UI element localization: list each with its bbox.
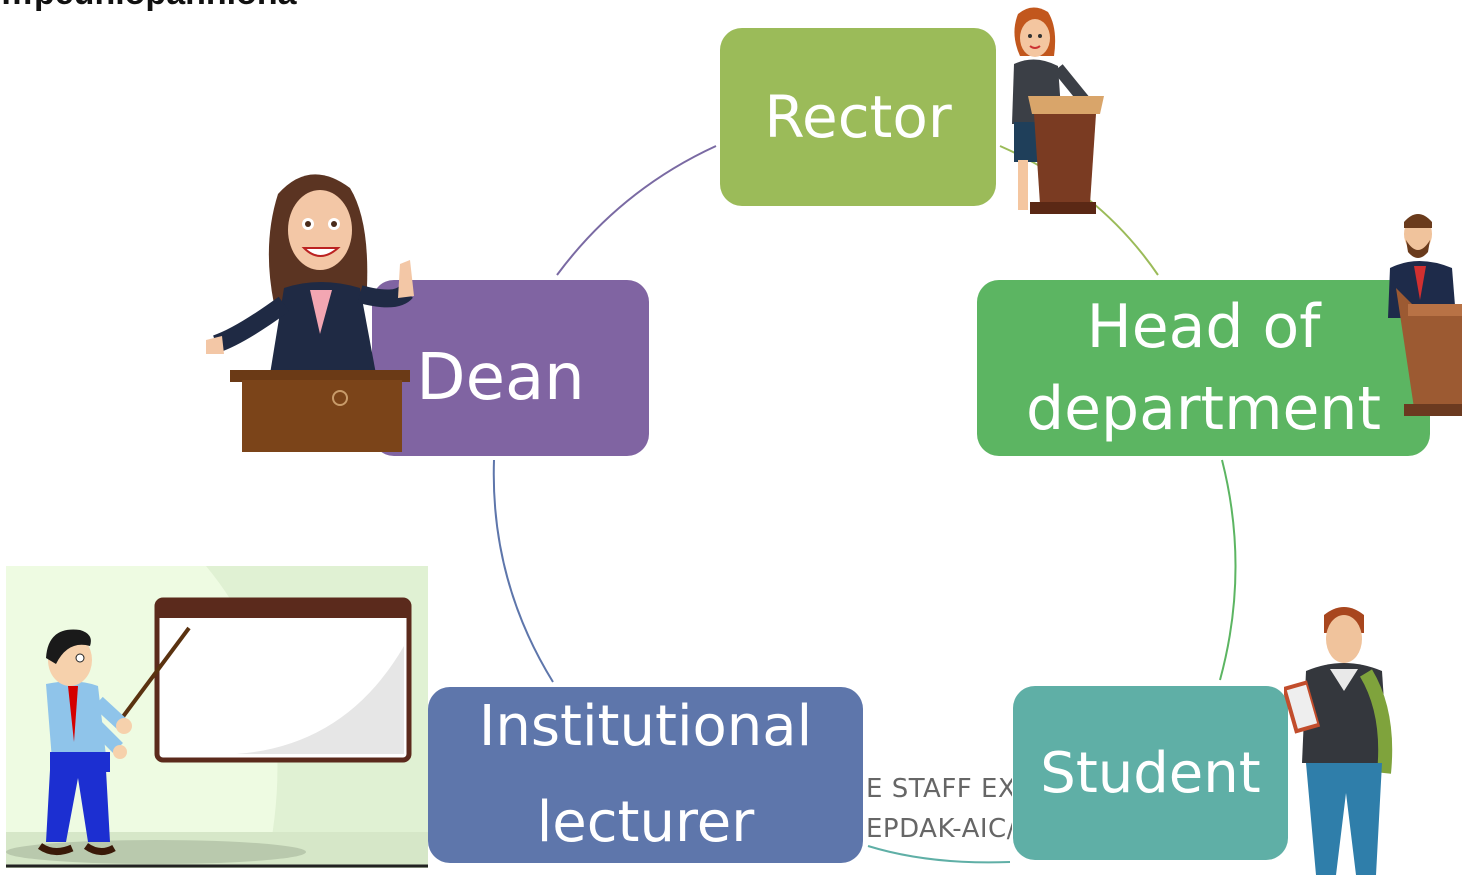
node-dean[interactable]: Dean <box>372 280 649 456</box>
dean-label: Dean <box>416 341 585 415</box>
node-rector[interactable]: Rector <box>720 28 996 206</box>
background-text-line1: E STAFF EXC <box>866 774 1012 804</box>
node-student[interactable]: Student <box>1013 686 1288 860</box>
node-institutional-lecturer[interactable]: Institutional lecturer <box>428 687 863 863</box>
rector-label: Rector <box>764 83 952 151</box>
background-text-line2: EPDAK-AIC/ <box>866 814 1012 844</box>
institutional-lecturer-line1: Institutional <box>478 694 813 759</box>
student-with-backpack-illustration <box>1284 607 1393 875</box>
teacher-at-whiteboard-illustration <box>6 566 428 868</box>
woman-at-podium-illustration <box>1012 7 1104 214</box>
bearded-man-at-podium-illustration <box>1388 214 1462 416</box>
connector-lecturer-dean <box>492 459 554 683</box>
connector-dean-rector <box>556 145 717 276</box>
connector-head-student <box>1219 459 1237 681</box>
clipped-title: …peuniopanniona <box>0 0 297 13</box>
head-of-department-line2: department <box>1026 374 1381 444</box>
institutional-lecturer-line2: lecturer <box>536 790 755 855</box>
student-label: Student <box>1040 740 1261 806</box>
dean-woman-at-podium-illustration <box>206 174 414 452</box>
node-head-of-department[interactable]: Head of department <box>977 280 1430 456</box>
head-of-department-line1: Head of <box>1086 292 1321 362</box>
connector-student-lecturer <box>867 845 1011 864</box>
